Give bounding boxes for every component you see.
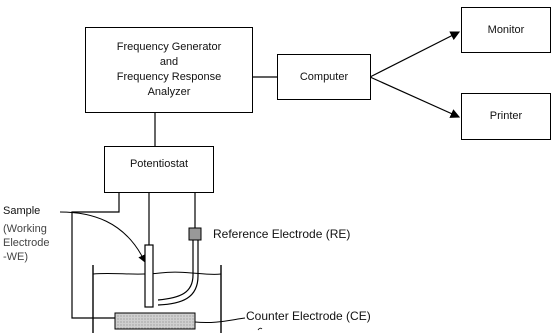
frequency-generator-label: Frequency Generator and Frequency Respon… [117,40,222,100]
frequency-generator-box: Frequency Generator and Frequency Respon… [85,27,253,113]
counter-electrode-tick [257,327,263,331]
electrolyte-surface [92,271,222,275]
reference-electrode-capillary-inner [157,240,199,306]
frequency-generator-line-4: Analyzer [147,86,191,98]
printer-box: Printer [461,93,551,140]
frequency-generator-line-1: Frequency Generator [116,41,222,53]
frequency-generator-line-2: and [159,56,179,68]
counter-electrode-wire [71,185,120,319]
working-electrode-line-1: (Working [3,223,47,235]
reference-electrode-label: Reference Electrode (RE) [213,227,351,241]
sample-label: Sample [3,205,41,217]
potentiostat-label: Potentiostat [129,158,189,170]
potentiostat-box: Potentiostat [104,146,214,193]
reference-electrode-capillary [157,240,194,301]
working-electrode-line-2: Electrode [3,237,50,249]
computer-to-printer-arrow [369,76,461,118]
monitor-box: Monitor [461,7,551,53]
computer-box: Computer [277,54,371,100]
printer-label: Printer [489,110,523,122]
working-electrode-rod [144,244,154,308]
counter-electrode-label: Counter Electrode (CE) [246,309,371,323]
counter-electrode-pointer [194,317,246,323]
counter-electrode-plate [114,312,196,330]
working-electrode-line-3: -WE) [3,251,29,263]
monitor-label: Monitor [487,23,525,36]
working-electrode-label: (Working Electrode -WE) [3,222,63,264]
computer-label: Computer [299,70,349,83]
sample-pointer-curve [59,211,146,263]
frequency-generator-line-3: Frequency Response [116,71,222,83]
reference-electrode-cap [188,227,202,241]
computer-to-monitor-arrow [369,31,461,78]
